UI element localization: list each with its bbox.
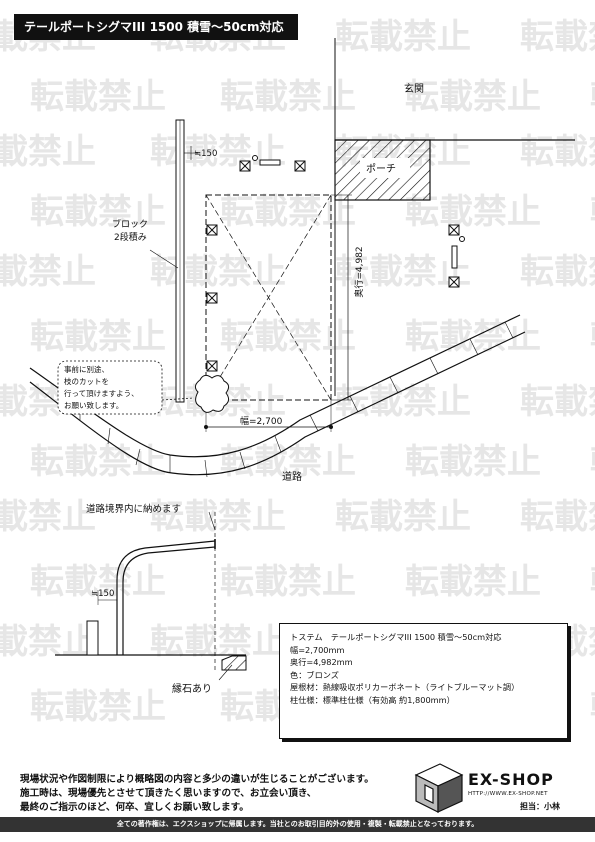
block-label-1: ブロック [112, 218, 148, 230]
dim-depth-label: 奥行=4,982 [353, 246, 365, 297]
watermark-text: 転載禁止 [335, 252, 471, 292]
curb-leader [218, 664, 233, 681]
watermark-text: 転載禁止 [590, 562, 595, 602]
watermark-text: 転載禁止 [30, 442, 166, 482]
light-fixture-top [239, 155, 306, 172]
spec-line-depth: 奥行=4,982mm [290, 657, 353, 667]
porch-label-bg [360, 158, 410, 178]
watermark-text: 転載禁止 [590, 442, 595, 482]
watermark-text: 転載禁止 [220, 77, 356, 117]
watermark-text: 転載禁止 [0, 497, 96, 537]
block-label-2: 2段積み [114, 231, 147, 243]
spec-line-roof: 屋根材：熱線吸収ポリカーボネート（ライトブルーマット調） [290, 682, 520, 692]
genkan-label: 玄関 [404, 82, 424, 95]
watermark-text: 転載禁止 [590, 317, 595, 357]
note-line-1: 事前に別途、 [64, 364, 109, 374]
light-fixture-right [448, 224, 465, 288]
note-leader [161, 397, 195, 401]
watermark-text: 転載禁止 [150, 252, 286, 292]
note-line-3: 行って頂けますよう、 [64, 388, 139, 398]
note-line-4: お願い致します。 [64, 400, 123, 410]
elevation-post-inner [122, 546, 216, 655]
post-3 [206, 360, 218, 372]
dim-150-label: ≒150 [194, 149, 217, 159]
page-title: テールポートシグマIII 1500 積雪～50cm対応 [14, 14, 298, 40]
watermark-text: 転載禁止 [150, 132, 286, 172]
elevation-block [86, 620, 99, 656]
carport-diagonal-2 [205, 194, 332, 401]
spec-box: トステム テールポートシグマIII 1500 積雪～50cm対応 幅=2,700… [279, 623, 568, 739]
watermark-text: 転載禁止 [220, 192, 356, 232]
watermark-text: 転載禁止 [30, 687, 166, 727]
logo-name: EX-SHOP [468, 770, 554, 789]
staff-label: 担当：小林 [520, 802, 560, 811]
watermark-text: 転載禁止 [30, 192, 166, 232]
elevation-labels: 道路境界内に納めます ≒150 縁石あり [86, 503, 212, 695]
block-leader [149, 249, 179, 269]
watermark-text: 転載禁止 [335, 497, 471, 537]
dim-width-label: 幅=2,700 [240, 415, 283, 427]
watermark-text: 転載禁止 [520, 497, 595, 537]
notice-line-2: 施工時は、現場優先とさせて頂きたく思いますので、お立会い頂き、 [20, 788, 317, 799]
watermark-text: 転載禁止 [520, 17, 595, 57]
dim-width-dot-right [329, 425, 333, 429]
boundary-leader [208, 511, 216, 531]
logo-cube-icon [414, 763, 464, 813]
watermark-text: 転載禁止 [405, 77, 541, 117]
copyright-footer: 全ての著作権は、エクスショップに帰属します。当社とのお取引目的外の使用・複製・転… [0, 817, 595, 832]
spec-line-post: 柱仕様：標準柱仕様（有効高 約1,800mm） [290, 694, 455, 705]
tree-symbol [194, 374, 230, 413]
note-line-2: 枝のカットを [64, 376, 109, 386]
post-2 [206, 292, 218, 304]
notice-line-3: 最終のご指示のほど、何卒、宜しくお願い致します。 [20, 802, 249, 813]
watermark-text: 転載禁止 [335, 17, 471, 57]
watermark-text: 転載禁止 [590, 192, 595, 232]
curb-shape [221, 655, 247, 671]
carport-footprint [205, 194, 332, 401]
spec-line-width: 幅=2,700mm [290, 644, 345, 655]
watermark-text: 転載禁止 [590, 687, 595, 727]
watermark-text: 転載禁止 [220, 562, 356, 602]
dim-width-dot-left [204, 425, 208, 429]
watermark-text: 転載禁止 [520, 382, 595, 422]
note-bubble [57, 360, 163, 415]
porch-label: ポーチ [366, 163, 396, 175]
watermark-text: 転載禁止 [30, 317, 166, 357]
watermark-text: 転載禁止 [220, 317, 356, 357]
post-1 [206, 224, 218, 236]
watermark-text: 転載禁止 [0, 622, 96, 662]
watermark-text: 転載禁止 [30, 77, 166, 117]
watermark-text: 転載禁止 [590, 77, 595, 117]
watermark-text: 転載禁止 [150, 497, 286, 537]
logo-url: HTTP://WWW.EX-SHOP.NET [468, 791, 548, 797]
watermark-text: 転載禁止 [0, 252, 96, 292]
curb-label: 縁石あり [172, 682, 212, 695]
elevation-view [55, 511, 247, 681]
watermark-text: 転載禁止 [520, 252, 595, 292]
watermark-text: 転載禁止 [520, 132, 595, 172]
elev-dim-label: ≒150 [91, 589, 114, 599]
spec-line-product: トステム テールポートシグマIII 1500 積雪～50cm対応 [290, 632, 502, 642]
watermark-text: 転載禁止 [405, 562, 541, 602]
road-curb-ticks [79, 321, 514, 478]
watermark-text: 転載禁止 [0, 132, 96, 172]
boundary-note: 道路境界内に納めます [86, 503, 181, 515]
road-curb-inner [29, 331, 526, 476]
notice-line-1: 現場状況や作図制限により概略図の内容と多少の違いが生じることがございます。 [20, 774, 374, 785]
notice-text: 現場状況や作図制限により概略図の内容と多少の違いが生じることがございます。 施工… [20, 773, 374, 815]
watermark-text: 転載禁止 [150, 622, 286, 662]
watermark-text: 転載禁止 [405, 442, 541, 482]
watermark-text: 転載禁止 [335, 382, 471, 422]
elevation-post [116, 540, 216, 655]
road-label: 道路 [282, 470, 302, 483]
plan-labels: 玄関 ポーチ ブロック 2段積み ≒150 奥行=4,982 幅=2,700 道… [64, 82, 424, 483]
spec-line-color: 色：ブロンズ [290, 669, 339, 680]
plan-view [29, 38, 575, 478]
